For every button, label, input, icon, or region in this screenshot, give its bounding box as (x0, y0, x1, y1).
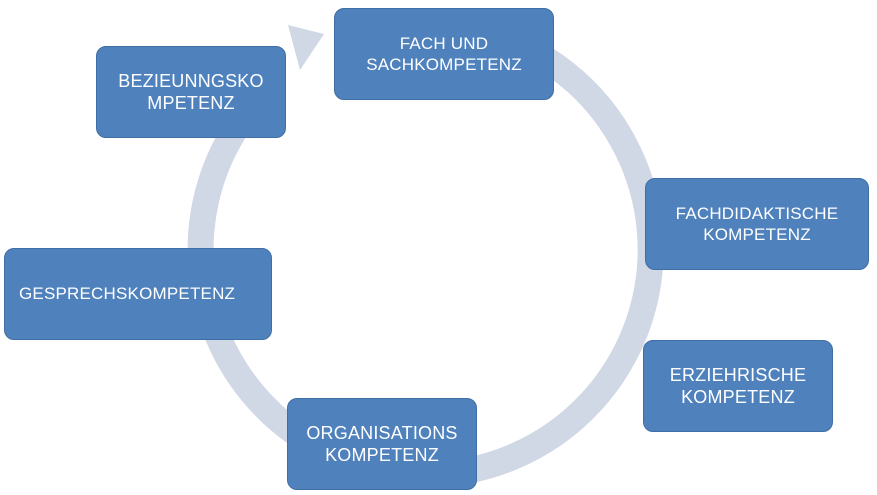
node-label-line: GESPRECHSKOMPETENZ (19, 284, 236, 304)
node-label-line: KOMPETENZ (703, 225, 811, 244)
node-erziehrische-kompetenz: ERZIEHRISCHE KOMPETENZ (643, 340, 833, 432)
node-label-line: BEZIEUNNGSKO (118, 70, 264, 91)
node-fach-und-sachkompetenz: FACH UND SACHKOMPETENZ (334, 8, 554, 100)
node-gesprechskompetenz: GESPRECHSKOMPETENZ (4, 248, 272, 340)
cycle-arrowhead (288, 25, 324, 70)
node-label-line: FACH UND (399, 33, 489, 53)
node-label-line: ERZIEHRISCHE (669, 364, 807, 385)
node-label-line: KOMPETENZ (325, 445, 439, 465)
node-label-line: ORGANISATIONS (306, 422, 458, 443)
node-organisations-kompetenz: ORGANISATIONS KOMPETENZ (287, 398, 477, 490)
node-label-line: KOMPETENZ (681, 387, 795, 407)
node-bezieunngskompetenz: BEZIEUNNGSKO MPETENZ (96, 46, 286, 138)
node-fachdidaktische-kompetenz: FACHDIDAKTISCHE KOMPETENZ (645, 178, 869, 270)
node-label-line: MPETENZ (147, 93, 235, 113)
node-label-line: SACHKOMPETENZ (366, 55, 522, 74)
node-label-line: FACHDIDAKTISCHE (675, 203, 839, 223)
